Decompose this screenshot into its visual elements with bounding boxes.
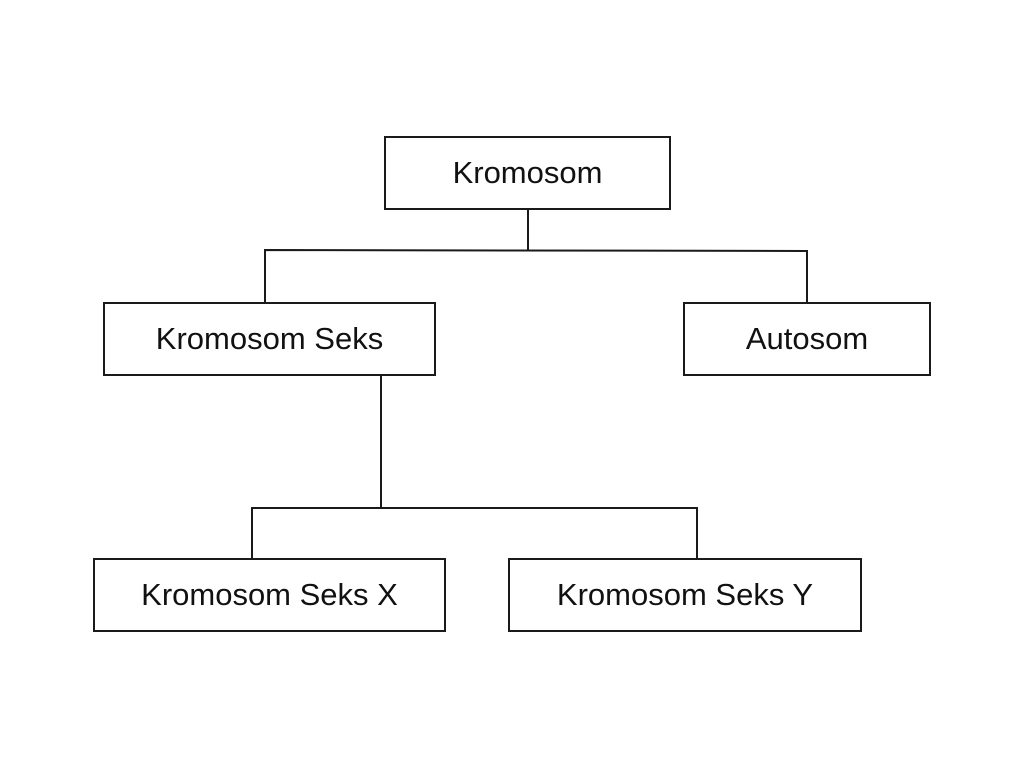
node-kromosom-seks-x: Kromosom Seks X [93,558,446,632]
node-autosom: Autosom [683,302,931,376]
node-label: Autosom [745,321,869,356]
node-label: Kromosom Seks X [141,577,398,612]
node-kromosom-seks-y: Kromosom Seks Y [508,558,862,632]
node-label: Kromosom Seks Y [556,577,814,612]
connector-root-branch [264,248,808,302]
connector-sex-branch [251,507,698,558]
node-kromosom: Kromosom [384,136,671,210]
node-label: Kromosom [452,155,603,190]
node-kromosom-seks: Kromosom Seks [103,302,436,376]
node-label: Kromosom Seks [155,321,384,356]
